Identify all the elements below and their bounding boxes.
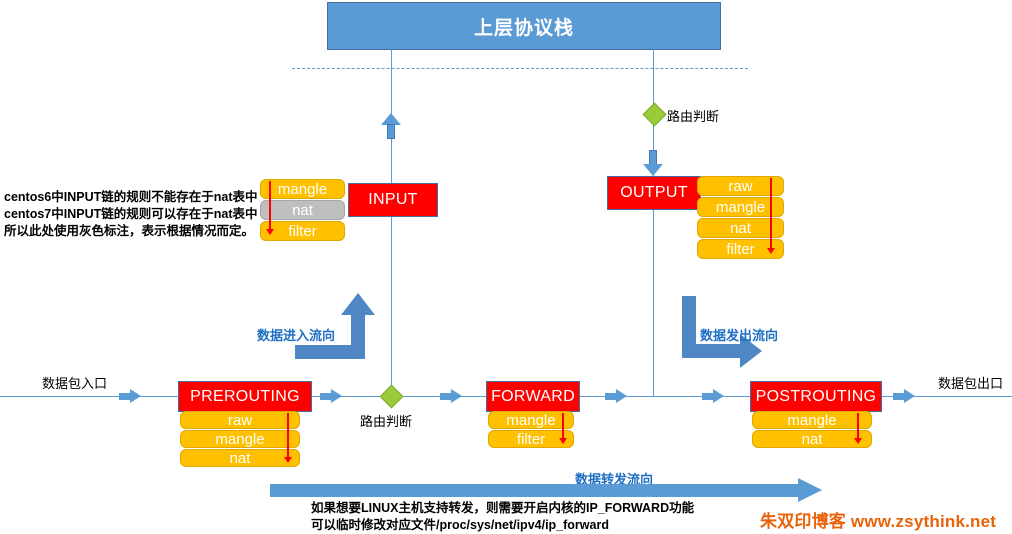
chain-prerouting-label: PREROUTING [190,387,300,405]
path-marker-3-icon [440,389,462,403]
path-marker-6-icon [893,389,915,403]
output-table-raw-label: raw [728,177,753,195]
chain-forward-label: FORWARD [491,387,575,405]
path-marker-1-icon [119,389,141,403]
input-table-order-arrow-icon [265,181,275,237]
prerouting-table-order-arrow-icon [283,413,293,465]
input-trunk-line [391,68,392,396]
routing-decision-bottom-label: 路由判断 [360,414,413,429]
input-table-filter-label: filter [288,222,317,240]
output-table-raw: raw [697,176,784,196]
chain-forward-box: FORWARD [486,381,580,412]
input-nat-annotation-line1: centos6中INPUT链的规则不能存在于nat表中 [4,190,258,204]
ip-forward-note-line1: 如果想要LINUX主机支持转发，则需要开启内核的IP_FORWARD功能 [311,501,695,515]
forwarding-flow-label: 数据转发流向 [575,472,654,487]
input-direction-arrow-icon [381,113,401,139]
packet-exit-label: 数据包出口 [938,376,1004,391]
routing-decision-top-diamond-icon [642,102,667,127]
prerouting-table-mangle-label: mangle [215,430,265,448]
incoming-flow-label: 数据进入流向 [257,328,336,343]
title-stub-right [653,48,654,68]
chain-prerouting-box: PREROUTING [178,381,312,412]
input-nat-annotation-line2: centos7中INPUT链的规则可以存在于nat表中 [4,207,258,221]
postrouting-table-order-arrow-icon [853,413,863,446]
output-trunk-line [653,68,654,396]
chain-output-box: OUTPUT [607,176,701,210]
chain-input-label: INPUT [368,191,418,208]
packet-entry-label: 数据包入口 [42,376,108,391]
input-table-mangle: mangle [260,179,345,199]
input-nat-annotation-line3: 所以此处使用灰色标注，表示根据情况而定。 [4,224,255,238]
forward-table-filter: filter [488,430,574,448]
input-table-filter: filter [260,221,345,241]
forwarding-flow-arrow-icon [270,478,822,502]
site-watermark: 朱双印博客 www.zsythink.net [760,512,997,531]
forward-table-mangle-label: mangle [506,411,556,429]
input-nat-annotation: centos6中INPUT链的规则不能存在于nat表中 centos7中INPU… [4,189,258,240]
forward-table-order-arrow-icon [558,413,568,446]
output-table-nat-label: nat [730,219,751,237]
packet-path-line-forward-to-post [580,396,750,397]
outgoing-flow-label: 数据发出流向 [700,328,779,343]
output-table-filter: filter [697,239,784,259]
chain-postrouting-label: POSTROUTING [755,387,877,405]
packet-path-line-left [0,396,180,397]
output-table-mangle-label: mangle [715,198,766,216]
postrouting-table-nat: nat [752,430,872,448]
output-table-filter-label: filter [726,240,755,258]
prerouting-table-raw: raw [180,411,300,429]
routing-decision-top-label: 路由判断 [667,109,720,124]
input-table-mangle-label: mangle [277,180,328,198]
output-table-nat: nat [697,218,784,238]
path-marker-5-icon [702,389,724,403]
upper-protocol-stack-label: 上层协议栈 [473,17,574,39]
path-marker-4-icon [605,389,627,403]
postrouting-table-mangle-label: mangle [787,411,837,429]
prerouting-table-mangle: mangle [180,430,300,448]
chain-input-box: INPUT [348,183,438,217]
ip-forward-note-line2: 可以临时修改对应文件/proc/sys/net/ipv4/ip_forward [311,518,609,532]
prerouting-table-nat: nat [180,449,300,467]
output-table-order-arrow-icon [766,178,776,256]
chain-postrouting-box: POSTROUTING [750,381,882,412]
prerouting-table-nat-label: nat [229,449,251,467]
output-direction-arrow-icon [643,150,663,176]
packet-path-line-decision-to-forward [470,396,490,397]
upper-protocol-stack-box: 上层协议栈 [327,2,721,50]
packet-path-line-right [880,396,1012,397]
path-marker-2-icon [320,389,342,403]
chain-output-label: OUTPUT [620,184,688,201]
postrouting-table-nat-label: nat [801,430,823,448]
postrouting-table-mangle: mangle [752,411,872,429]
ip-forward-note: 如果想要LINUX主机支持转发，则需要开启内核的IP_FORWARD功能 可以临… [311,500,694,534]
kernel-userspace-divider [292,68,748,69]
input-table-nat: nat [260,200,345,220]
forward-table-mangle: mangle [488,411,574,429]
routing-decision-bottom-diamond-icon [379,384,404,409]
prerouting-table-raw-label: raw [227,411,253,429]
output-table-mangle: mangle [697,197,784,217]
forward-table-filter-label: filter [516,430,546,448]
title-stub-left [391,48,392,68]
input-table-nat-label: nat [292,201,313,219]
